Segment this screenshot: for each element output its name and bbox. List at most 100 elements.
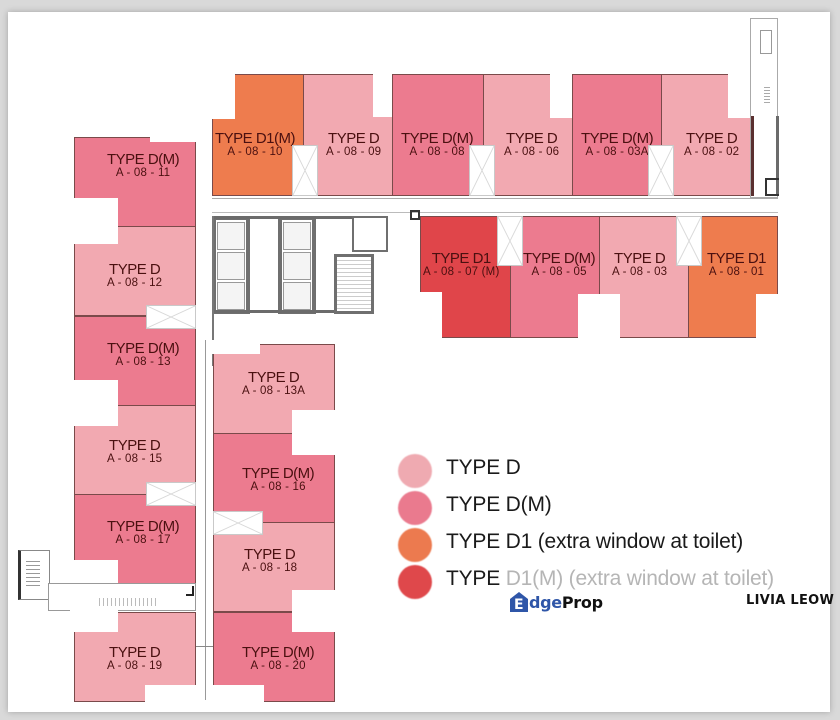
swatch-type-d1m bbox=[398, 565, 432, 599]
plan-notch bbox=[728, 70, 752, 118]
air-well bbox=[292, 145, 318, 196]
unit-number-label: A - 08 - 17 bbox=[115, 534, 171, 546]
air-well bbox=[213, 511, 263, 535]
lift-shaft bbox=[217, 252, 245, 280]
unit-number-label: A - 08 - 10 bbox=[227, 146, 283, 158]
plan-notch bbox=[292, 431, 340, 455]
plan-notch bbox=[145, 685, 200, 705]
lift-shaft bbox=[283, 282, 311, 310]
unit-number-label: A - 08 - 12 bbox=[107, 277, 163, 289]
plan-notch bbox=[373, 70, 393, 117]
plan-notch bbox=[70, 198, 118, 226]
unit-number-label: A - 08 - 16 bbox=[250, 481, 306, 493]
lift-shaft bbox=[217, 222, 245, 250]
unit-type-label: TYPE D(M) bbox=[523, 250, 596, 267]
stair-flight bbox=[764, 85, 770, 105]
unit-number-label: A - 08 - 01 bbox=[708, 266, 765, 278]
unit-type-label: TYPE D(M) bbox=[107, 151, 180, 168]
service-room bbox=[352, 216, 388, 252]
unit-type-label: TYPE D bbox=[247, 369, 300, 386]
corridor-wall bbox=[212, 212, 778, 213]
legend-label: TYPE D(M) bbox=[446, 493, 552, 516]
legend-label: TYPE D1(M) (extra window at toilet) bbox=[446, 567, 774, 590]
unit-number-label: A - 08 - 05 bbox=[531, 266, 587, 278]
corridor bbox=[48, 583, 196, 611]
unit-type-label: TYPE D(M) bbox=[242, 644, 315, 661]
unit-type-label: TYPE D(M) bbox=[401, 130, 474, 147]
unit-number-label: A - 08 - 13A bbox=[242, 385, 306, 397]
unit-number-label: A - 08 - 18 bbox=[242, 562, 298, 574]
unit-type-label: TYPE D bbox=[614, 250, 666, 267]
unit-type-label: TYPE D bbox=[109, 644, 161, 661]
plan-notch bbox=[70, 608, 118, 632]
agent-name: LIVIA LEOW bbox=[746, 593, 835, 608]
lift-shaft bbox=[217, 282, 245, 310]
unit-type-label: TYPE D bbox=[328, 130, 380, 147]
door bbox=[186, 586, 194, 596]
air-well bbox=[497, 216, 523, 266]
lift-shaft bbox=[283, 222, 311, 250]
unit-number-label: A - 08 - 13 bbox=[115, 356, 171, 368]
wall bbox=[212, 216, 214, 366]
wall bbox=[212, 216, 388, 219]
plan-notch bbox=[756, 294, 780, 342]
unit-type-label: TYPE D bbox=[244, 546, 296, 563]
unit-number-label: A - 08 - 20 bbox=[250, 660, 306, 672]
air-well bbox=[648, 145, 674, 196]
plan-notch bbox=[292, 610, 340, 632]
air-well bbox=[676, 216, 702, 266]
corridor-wall bbox=[212, 198, 778, 199]
plan-notch bbox=[205, 70, 235, 119]
unit-number-label: A - 08 - 09 bbox=[326, 146, 382, 158]
door bbox=[410, 210, 420, 220]
edgeprop-logo: E dgeProp bbox=[510, 590, 603, 614]
door bbox=[765, 178, 779, 196]
unit-number-label: A - 08 - 08 bbox=[409, 146, 465, 158]
swatch-type-d1 bbox=[398, 528, 432, 562]
plan-notch bbox=[150, 132, 198, 142]
unit-a-08-08[interactable]: TYPE D(M) A - 08 - 08 bbox=[392, 74, 484, 196]
air-well bbox=[469, 145, 495, 196]
unit-type-label: TYPE D bbox=[109, 261, 161, 278]
unit-number-label: A - 08 - 15 bbox=[107, 453, 163, 465]
fire-staircase bbox=[750, 18, 778, 198]
unit-a-08-13a[interactable]: TYPE D A - 08 - 13A bbox=[213, 344, 335, 434]
unit-type-label: TYPE D1 bbox=[431, 250, 492, 267]
air-well bbox=[146, 482, 196, 506]
staircase bbox=[334, 254, 374, 314]
unit-a-08-17[interactable]: TYPE D(M) A - 08 - 17 bbox=[74, 494, 196, 584]
wall bbox=[751, 116, 754, 196]
swatch-type-d bbox=[398, 454, 432, 488]
unit-type-label: TYPE D bbox=[686, 130, 738, 147]
unit-type-label: TYPE D(M) bbox=[242, 465, 315, 482]
unit-type-label: TYPE D bbox=[109, 437, 161, 454]
plan-notch bbox=[208, 340, 260, 354]
unit-type-label: TYPE D(M) bbox=[581, 130, 654, 147]
plan-notch bbox=[70, 224, 118, 244]
lift-shaft bbox=[283, 252, 311, 280]
swatch-type-dm bbox=[398, 491, 432, 525]
unit-number-label: A - 08 - 03A bbox=[585, 146, 649, 158]
unit-a-08-05[interactable]: TYPE D(M) A - 08 - 05 bbox=[510, 216, 600, 338]
plan-notch bbox=[208, 685, 264, 705]
air-well bbox=[146, 305, 196, 329]
unit-type-label: TYPE D1 bbox=[707, 250, 767, 267]
legend-label: TYPE D1 (extra window at toilet) bbox=[446, 530, 744, 553]
legend-label: TYPE D bbox=[446, 456, 521, 479]
unit-a-08-01[interactable]: TYPE D1 A - 08 - 01 bbox=[688, 216, 778, 338]
unit-number-label: A - 08 - 03 bbox=[612, 266, 668, 278]
house-icon: E bbox=[510, 592, 528, 612]
unit-number-label: A - 08 - 02 bbox=[684, 146, 740, 158]
unit-number-label: A - 08 - 07 (M) bbox=[423, 266, 500, 278]
plan-notch bbox=[416, 292, 442, 342]
stair-flight bbox=[26, 558, 40, 588]
wall bbox=[212, 310, 342, 313]
unit-type-label: TYPE D bbox=[506, 130, 558, 147]
unit-number-label: A - 08 - 06 bbox=[504, 146, 560, 158]
stair-flight bbox=[96, 598, 156, 606]
unit-type-label: TYPE D(M) bbox=[107, 340, 180, 357]
corridor-wall bbox=[196, 646, 213, 647]
unit-a-08-03a[interactable]: TYPE D(M) A - 08 - 03A bbox=[572, 74, 662, 196]
unit-number-label: A - 08 - 11 bbox=[115, 167, 171, 179]
